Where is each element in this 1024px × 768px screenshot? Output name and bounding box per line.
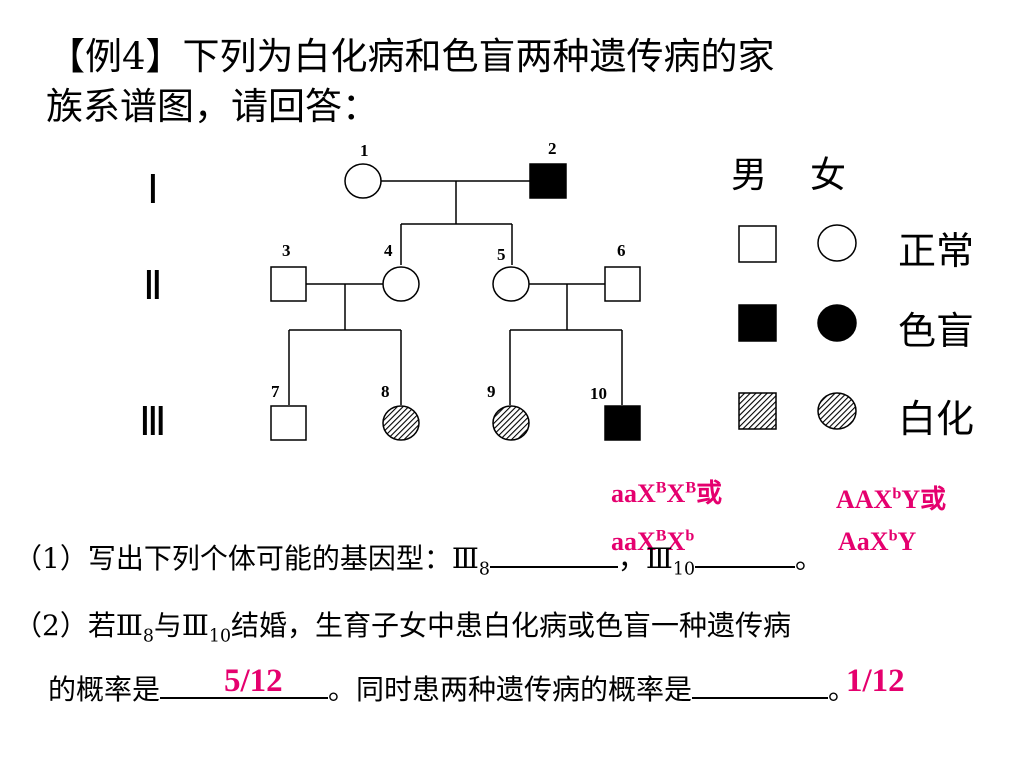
individual-6-number: 6 (617, 241, 626, 260)
individual-10-symbol (604, 405, 641, 441)
generation-label-1: Ⅰ (147, 167, 159, 212)
question-2-line-2: 的概率是。同时患两种遗传病的概率是。 (48, 673, 857, 706)
legend-colorblind-label: 色盲 (898, 309, 975, 353)
individual-2-symbol (529, 163, 567, 199)
individual-4-number: 4 (384, 241, 393, 260)
answer-2a: 5/12 (224, 663, 283, 699)
legend-female-colorblind-icon (817, 304, 857, 342)
legend-female-heading: 女 (810, 155, 847, 196)
individual-6-symbol (604, 266, 641, 302)
individual-5-symbol (492, 266, 530, 302)
individual-4-symbol (382, 266, 420, 302)
individual-5-number: 5 (497, 245, 506, 264)
legend-male-albinism-icon (738, 392, 777, 430)
pedigree-lines (288, 180, 623, 405)
answer-1a-line-2: aaXBXb (611, 527, 695, 556)
individual-2-number: 2 (548, 139, 557, 158)
generation-label-3: Ⅲ (139, 399, 167, 444)
legend-normal-label: 正常 (898, 229, 975, 273)
title-line-2: 族系谱图，请回答： (46, 85, 379, 128)
legend-female-albinism-icon (817, 392, 857, 430)
legend-female-normal-icon (817, 224, 857, 262)
individual-7-number: 7 (271, 382, 280, 401)
individual-9-symbol (492, 405, 530, 441)
question-1: （1）写出下列个体可能的基因型：Ⅲ8，Ⅲ10。 (14, 542, 824, 580)
legend-male-colorblind-icon (738, 304, 777, 342)
individual-9-number: 9 (487, 382, 496, 401)
legend-male-heading: 男 (731, 155, 768, 196)
individual-3-number: 3 (282, 241, 291, 260)
answer-2b: 1/12 (846, 663, 905, 699)
individual-3-symbol (270, 266, 307, 302)
title-line-1: 【例4】下列为白化病和色盲两种遗传病的家 (48, 35, 775, 78)
individual-7-symbol (270, 405, 307, 441)
individual-1-symbol (344, 163, 382, 199)
question-2-line-1: （2）若Ⅲ8与Ⅲ10结婚，生育子女中患白化病或色盲一种遗传病 (14, 609, 792, 647)
individual-10-number: 10 (590, 384, 607, 403)
individual-1-number: 1 (360, 141, 369, 160)
legend-albinism-label: 白化 (898, 397, 975, 441)
individual-8-symbol (382, 405, 420, 441)
answer-1a-line-1: aaXBXB或 (611, 479, 723, 508)
individual-8-number: 8 (381, 382, 390, 401)
answer-1b-line-1: AAXbY或 (836, 485, 947, 514)
generation-label-2: Ⅱ (143, 263, 163, 308)
legend-male-normal-icon (738, 225, 777, 263)
answer-1b-line-2: AaXbY (838, 527, 917, 556)
